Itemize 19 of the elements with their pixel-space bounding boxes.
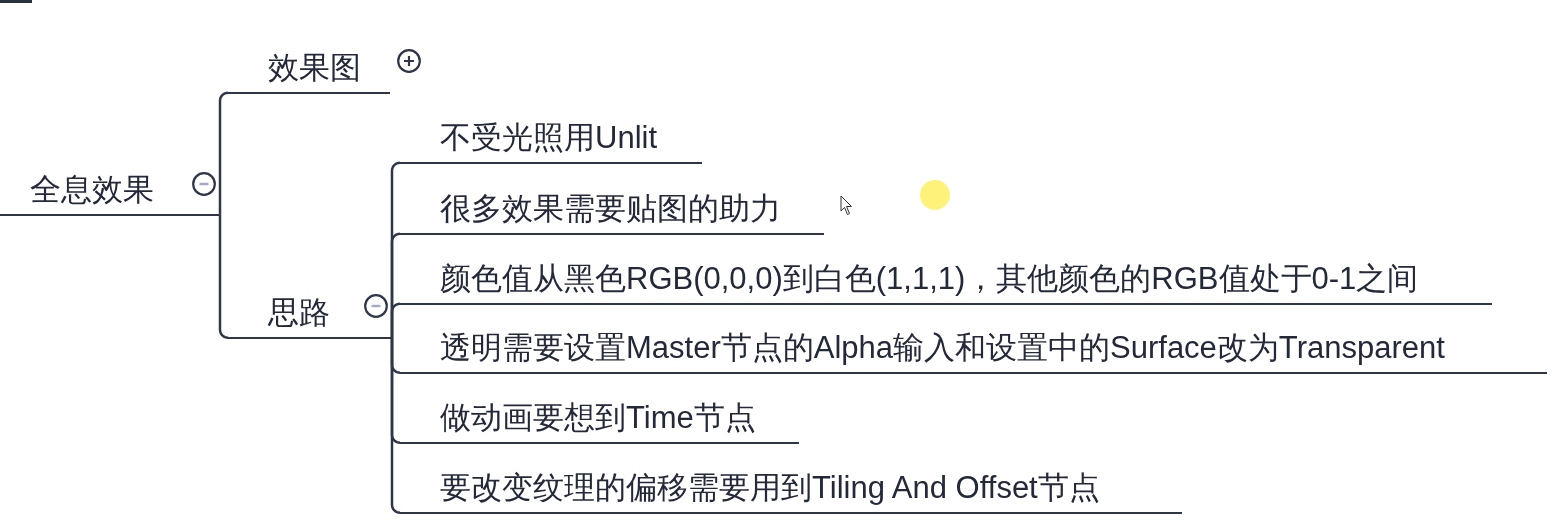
topic-node — [400, 469, 1182, 514]
topic-node — [400, 329, 1547, 374]
connector-line — [390, 302, 402, 338]
topic-text: 透明需要设置Master节点的Alpha输入和设置中的Surface改为Transparent — [440, 329, 1445, 367]
connector-line — [218, 91, 230, 215]
topic-node — [400, 190, 824, 235]
topic-text: 思路 — [268, 294, 330, 332]
topic-text: 要改变纹理的偏移需要用到Tiling And Offset节点 — [440, 469, 1100, 507]
topic-node — [400, 399, 799, 444]
topic-node — [400, 260, 1492, 305]
topic-text: 很多效果需要贴图的助力 — [440, 190, 781, 228]
topic-text: 效果图 — [268, 49, 361, 87]
connector-line — [218, 214, 230, 339]
topic-text: 不受光照用Unlit — [440, 119, 657, 157]
topic-text: 做动画要想到Time节点 — [440, 399, 756, 437]
connector-line — [390, 337, 402, 514]
topic-text: 颜色值从黑色RGB(0,0,0)到白色(1,1,1)，其他颜色的RGB值处于0-1之间 — [440, 260, 1419, 298]
topic-node — [400, 119, 702, 164]
topic-text: 全息效果 — [30, 171, 154, 209]
